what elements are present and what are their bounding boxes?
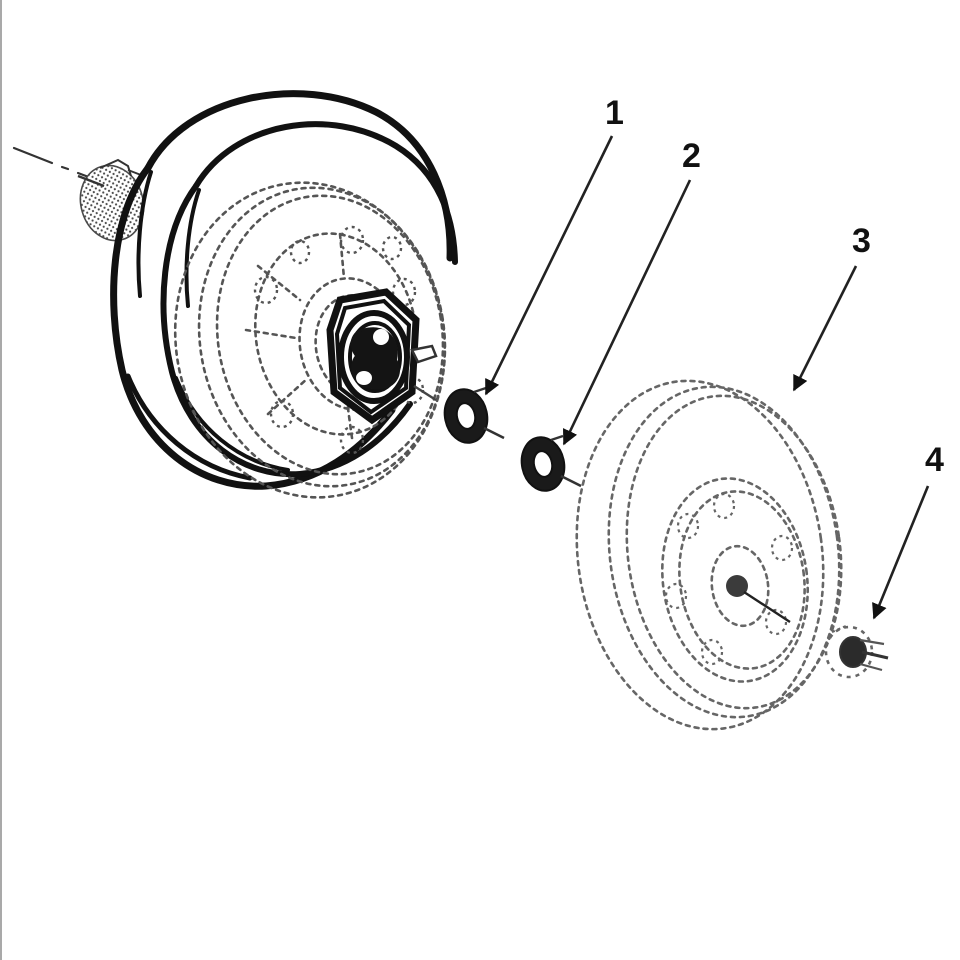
hub-bearing-center bbox=[326, 288, 438, 425]
retaining-bolt bbox=[824, 624, 889, 679]
rotor-bolt-holes bbox=[664, 492, 794, 666]
callout-number-2: 2 bbox=[682, 137, 701, 175]
hub-flange bbox=[173, 181, 447, 499]
leader-line-3 bbox=[792, 265, 858, 392]
washer-ring-1 bbox=[443, 386, 505, 444]
page-left-border bbox=[0, 0, 2, 960]
callout-leader-lines bbox=[484, 135, 930, 620]
rotor-center-pip bbox=[726, 575, 791, 624]
leader-line-1 bbox=[484, 135, 614, 396]
leader-line-2 bbox=[562, 179, 692, 446]
leader-line-4 bbox=[872, 485, 930, 620]
washer-ring-2 bbox=[520, 434, 582, 492]
callout-number-3: 3 bbox=[852, 222, 871, 260]
brake-rotor-disc bbox=[575, 379, 843, 731]
callout-number-4: 4 bbox=[925, 441, 944, 479]
shaft-stub bbox=[77, 158, 145, 242]
callout-number-1: 1 bbox=[605, 94, 624, 132]
